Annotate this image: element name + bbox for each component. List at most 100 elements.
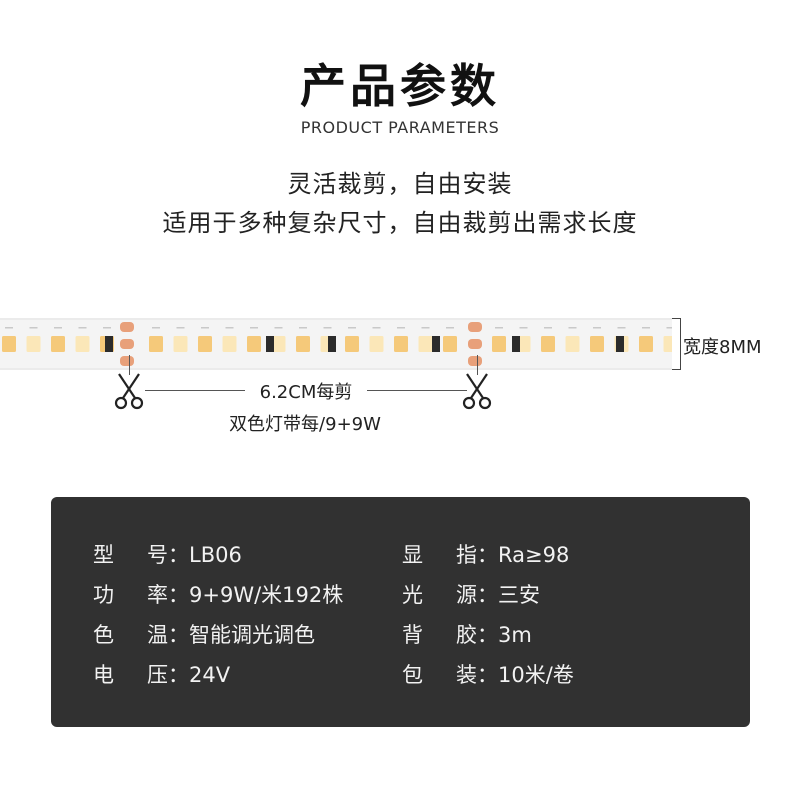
chip-marking xyxy=(421,327,430,329)
scissors-icon xyxy=(114,373,144,410)
spec-color-temp: 色 温：智能调光调色 xyxy=(93,619,315,649)
spec-panel: 型 号：LB06 功 率：9+9W/米192株 色 温：智能调光调色 电 压：2… xyxy=(51,497,750,727)
led-chip xyxy=(173,336,188,352)
spec-key: 型 号 xyxy=(93,543,168,567)
chip-marking xyxy=(519,327,528,329)
spec-power: 功 率：9+9W/米192株 xyxy=(93,579,343,609)
led-chip xyxy=(590,336,604,352)
led-chip xyxy=(271,336,286,352)
chip-marking xyxy=(593,327,601,329)
cut-length-label: 6.2CM每剪 xyxy=(259,382,353,403)
chip-marking xyxy=(568,327,577,329)
spec-value: LB06 xyxy=(189,543,242,567)
solder-pad xyxy=(120,356,134,366)
chip-marking xyxy=(176,327,185,329)
led-chip xyxy=(222,336,237,352)
led-chip xyxy=(663,336,672,352)
led-chip xyxy=(247,336,261,352)
resistor xyxy=(512,336,520,352)
spec-voltage: 电 压：24V xyxy=(93,659,230,689)
resistor xyxy=(266,336,274,352)
led-chip xyxy=(394,336,408,352)
cut-mark-left xyxy=(129,355,130,375)
led-chip xyxy=(565,336,580,352)
scissors-icon xyxy=(462,373,492,410)
chip-marking xyxy=(78,327,87,329)
spec-value: 9+9W/米192株 xyxy=(189,583,344,607)
chip-marking xyxy=(372,327,381,329)
spec-light-source: 光 源：三安 xyxy=(402,579,540,609)
intro-line-1: 灵活裁剪，自由安装 xyxy=(287,170,513,198)
chip-marking xyxy=(5,327,13,329)
chip-marking xyxy=(348,327,356,329)
spec-value: 3m xyxy=(498,623,532,647)
width-label: 宽度8MM xyxy=(683,337,762,358)
chip-marking xyxy=(54,327,62,329)
chip-marking xyxy=(274,327,283,329)
led-chip xyxy=(75,336,90,352)
spec-key: 色 温 xyxy=(93,623,168,647)
solder-pad xyxy=(120,322,134,332)
strip-leds xyxy=(2,322,672,366)
chip-marking xyxy=(323,327,332,329)
intro-line-2: 适用于多种复杂尺寸，自由裁剪出需求长度 xyxy=(162,209,638,237)
led-chip xyxy=(418,336,433,352)
led-chip xyxy=(296,336,310,352)
chip-marking xyxy=(446,327,454,329)
led-strip-illustration xyxy=(0,318,672,370)
chip-marking xyxy=(152,327,160,329)
resistor xyxy=(328,336,336,352)
solder-pad xyxy=(468,339,482,349)
led-chip xyxy=(26,336,41,352)
spec-key: 光 源 xyxy=(402,583,477,607)
led-chip xyxy=(492,336,506,352)
solder-pad xyxy=(120,339,134,349)
chip-marking xyxy=(544,327,552,329)
led-chip xyxy=(149,336,163,352)
segment-power-label: 双色灯带每/9+9W xyxy=(229,414,381,435)
led-chip xyxy=(369,336,384,352)
spec-value: 智能调光调色 xyxy=(189,623,315,647)
chip-marking xyxy=(250,327,258,329)
spec-model: 型 号：LB06 xyxy=(93,539,242,569)
page-title: 产品参数 xyxy=(300,59,500,113)
led-chip xyxy=(51,336,65,352)
spec-packaging: 包 装：10米/卷 xyxy=(402,659,574,689)
resistor xyxy=(105,336,113,352)
page-subtitle: PRODUCT PARAMETERS xyxy=(300,118,500,137)
spec-key: 电 压 xyxy=(93,663,168,687)
chip-marking xyxy=(495,327,503,329)
chip-marking xyxy=(29,327,38,329)
led-chip xyxy=(639,336,653,352)
chip-marking xyxy=(225,327,234,329)
spec-value: Ra≥98 xyxy=(498,543,570,567)
resistor xyxy=(432,336,440,352)
cut-mark-right xyxy=(477,355,478,375)
led-chip xyxy=(443,336,457,352)
spec-key: 背 胶 xyxy=(402,623,477,647)
chip-marking xyxy=(103,327,111,329)
led-chip xyxy=(198,336,212,352)
cut-length-line-right xyxy=(367,390,467,391)
spec-key: 显 指 xyxy=(402,543,477,567)
chip-marking xyxy=(617,327,626,329)
chip-marking xyxy=(201,327,209,329)
cut-length-line-left xyxy=(145,390,245,391)
spec-adhesive: 背 胶：3m xyxy=(402,619,532,649)
chip-marking xyxy=(666,327,672,329)
solder-pad xyxy=(468,322,482,332)
spec-cri: 显 指：Ra≥98 xyxy=(402,539,569,569)
chip-marking xyxy=(299,327,307,329)
width-bracket xyxy=(672,318,681,370)
led-chip xyxy=(541,336,555,352)
chip-marking xyxy=(642,327,650,329)
resistor xyxy=(616,336,624,352)
spec-key: 包 装 xyxy=(402,663,477,687)
led-chip xyxy=(345,336,359,352)
spec-value: 24V xyxy=(189,663,231,687)
spec-value: 10米/卷 xyxy=(498,663,574,687)
spec-key: 功 率 xyxy=(93,583,168,607)
led-chip xyxy=(2,336,16,352)
solder-pad xyxy=(468,356,482,366)
spec-value: 三安 xyxy=(498,583,540,607)
